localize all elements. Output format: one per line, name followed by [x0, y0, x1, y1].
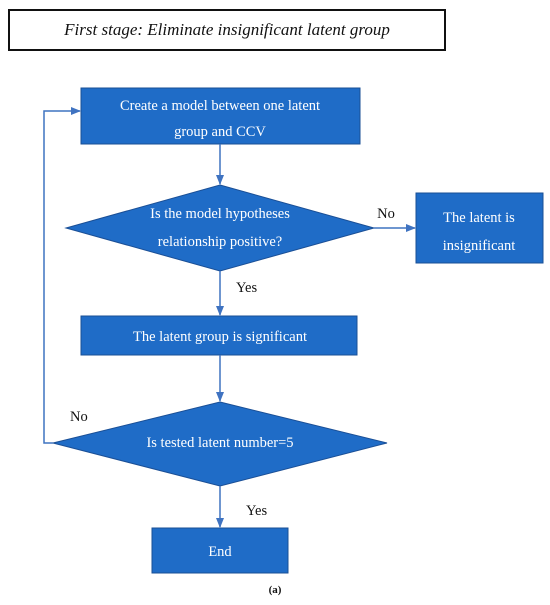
count-no-label: No	[70, 409, 88, 425]
stage-title: First stage: Eliminate insignificant lat…	[64, 20, 390, 39]
arrow-count-no-loop	[43, 107, 81, 444]
hypothesis-decision-line2: relationship positive?	[158, 234, 282, 250]
insignificant-line2: insignificant	[443, 238, 516, 254]
insignificant-line1: The latent is	[443, 210, 515, 226]
create-model-box	[80, 87, 361, 145]
hypothesis-yes-label: Yes	[236, 280, 257, 296]
end-text: End	[208, 544, 232, 560]
create-model-line2: group and CCV	[174, 124, 266, 140]
hypothesis-decision-diamond	[64, 184, 376, 272]
count-decision-text: Is tested latent number=5	[146, 435, 293, 451]
hypothesis-no-label: No	[377, 206, 395, 222]
count-yes-label: Yes	[246, 503, 267, 519]
stage-title-box: First stage: Eliminate insignificant lat…	[8, 9, 446, 51]
insignificant-box	[415, 192, 544, 264]
figure-caption: (a)	[268, 584, 282, 596]
create-model-line1: Create a model between one latent	[120, 98, 320, 114]
hypothesis-decision-line1: Is the model hypotheses	[150, 206, 290, 222]
significant-box	[80, 315, 358, 356]
end-box	[151, 527, 289, 574]
significant-text: The latent group is significant	[133, 329, 307, 345]
